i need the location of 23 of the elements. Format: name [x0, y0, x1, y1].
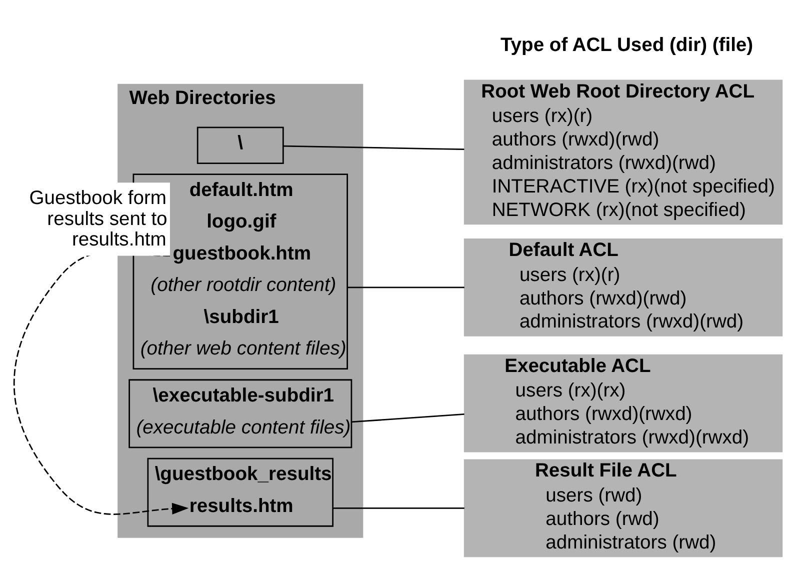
node-text: \ [238, 132, 243, 154]
cluster [196, 126, 284, 164]
label: Type of ACL Used (dir) (file) [500, 34, 754, 56]
node-box: Result File ACL users (rwd) authors (rwd) administrators (rwd) [464, 458, 783, 557]
node-text: (other rootdir content) [150, 274, 336, 296]
connector [332, 507, 464, 508]
node-box: Root Web Root Directory ACL users (rx)(r) authors (rwxd)(rwd) administrators (rwxd)(rwd) INTERACTIVE (rx)(not specified) NETWORK (rx)(not specified) [464, 79, 783, 224]
connector [351, 413, 464, 422]
cluster [147, 457, 334, 526]
node-text: logo.gif [206, 211, 276, 232]
node-box: Executable ACL users (rx)(rx) authors (rwxd)(rwxd) administrators (rwxd)(rwxd) [464, 354, 783, 452]
node-text: \executable-subdir1 [152, 385, 334, 406]
node-text: (executable content files) [136, 416, 351, 438]
node-text: results.htm [189, 495, 294, 516]
node-box: Default ACL users (rx)(r) authors (rwxd)(rwd) administrators (rwxd)(rwd) [464, 238, 783, 336]
node-text: (other web content files) [140, 338, 346, 360]
cluster [128, 378, 352, 448]
node-text: default.htm [189, 179, 294, 200]
node-text: guestbook.htm [172, 242, 312, 264]
node-text: \guestbook_results [154, 464, 332, 485]
connector [283, 144, 464, 150]
node-text: \subdir1 [204, 306, 279, 328]
connector [347, 286, 464, 288]
